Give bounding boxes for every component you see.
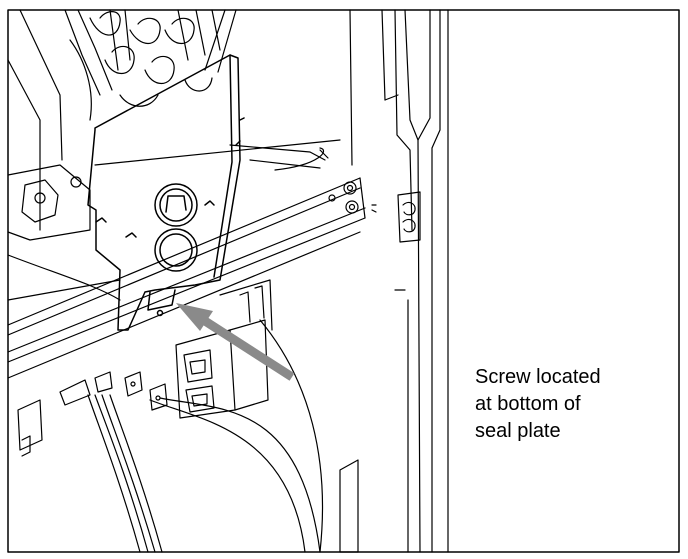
callout-line: at bottom of <box>475 393 581 415</box>
callout-text: Screw located at bottom of seal plate <box>475 364 675 445</box>
callout-line: Screw located <box>475 366 601 388</box>
pressure-switch <box>175 279 273 419</box>
left-frame <box>7 9 121 301</box>
hoses <box>87 319 324 553</box>
callout-line: seal plate <box>475 420 561 442</box>
callout-arrow <box>176 303 295 381</box>
cabinet-panels <box>339 9 449 553</box>
side-latch <box>371 191 421 243</box>
figure-frame <box>7 9 680 553</box>
wire-terminals <box>17 371 168 457</box>
rail-bolts <box>328 181 359 214</box>
coil-tubes <box>64 9 237 121</box>
seal-plate <box>87 54 245 331</box>
